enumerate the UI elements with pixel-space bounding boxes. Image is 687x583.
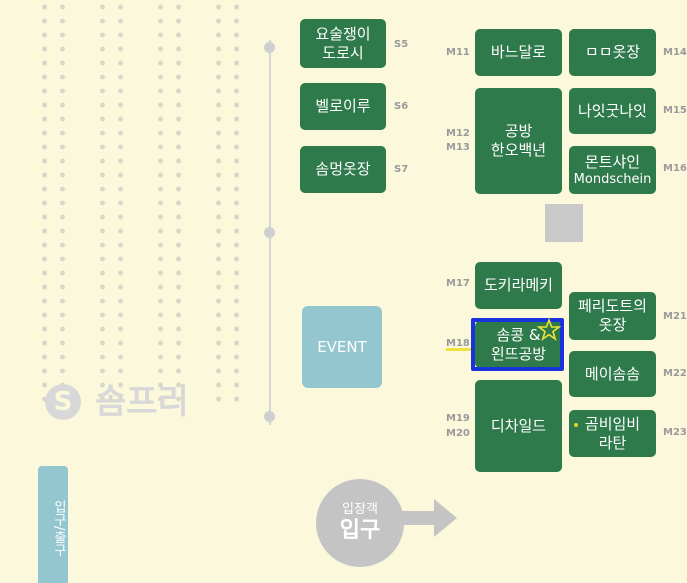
booth-code: M11 — [446, 47, 470, 58]
event-area[interactable]: EVENT — [302, 306, 382, 388]
booth-name: ㅁㅁ옷장 — [584, 43, 641, 61]
booth-code: S6 — [394, 101, 409, 112]
aisle-marker — [264, 227, 275, 238]
booth-name: 요술쟁이 — [315, 24, 371, 43]
booth-s5[interactable]: 요술쟁이 도로시 — [300, 19, 386, 68]
booth-code: M20 — [446, 428, 470, 439]
booth-m12-m13[interactable]: 공방 한오백년 — [475, 88, 562, 194]
arrow-right-icon — [402, 499, 457, 537]
booth-name: 바느달로 — [490, 43, 547, 61]
star-icon — [536, 317, 562, 341]
selected-booth-highlight — [471, 318, 564, 371]
booth-name: 몬트샤인 — [584, 152, 641, 171]
booth-code: M18 — [446, 338, 470, 349]
booth-name: 도키라메키 — [483, 276, 553, 294]
booth-name: 도로시 — [322, 43, 364, 62]
booth-code: M14 — [663, 47, 687, 58]
booth-name: 디차일드 — [490, 416, 547, 435]
booth-name-latin: Mondschein — [573, 171, 652, 187]
booth-m16[interactable]: 몬트샤인 Mondschein — [569, 146, 656, 194]
entrance-small-label: 입장객 — [342, 502, 378, 517]
dot-column — [216, 0, 221, 410]
booth-code: M15 — [663, 105, 687, 116]
dot-column — [176, 0, 181, 410]
booth-code: M12 — [446, 128, 470, 139]
pillar — [545, 204, 583, 242]
booth-name: 라탄 — [598, 433, 627, 452]
booth-s7[interactable]: 솜멍옷장 — [300, 146, 386, 193]
booth-code: M17 — [446, 278, 470, 289]
booth-name: 곰비임비 — [584, 414, 641, 433]
booth-name: 솜콩 & — [496, 325, 541, 344]
entrance-exit-bar: 입구/출구 — [38, 466, 68, 583]
booth-code: S7 — [394, 164, 409, 175]
entrance-big-label: 입구 — [339, 518, 381, 543]
booth-name: 솜멍옷장 — [315, 160, 371, 178]
dot-column — [60, 0, 65, 410]
dot-column — [118, 0, 123, 410]
booth-name: 왼뜨공방 — [490, 344, 547, 363]
booth-name: 벨로이루 — [315, 97, 371, 115]
booth-m18[interactable]: 솜콩 & 왼뜨공방 — [475, 321, 562, 368]
booth-m15[interactable]: 나잇굿나잇 — [569, 88, 656, 134]
booth-s6[interactable]: 벨로이루 — [300, 83, 386, 130]
entrance-marker: 입장객 입구 — [316, 479, 404, 567]
booth-name: 메이솜솜 — [584, 364, 641, 383]
booth-name: 페리도트의 — [577, 297, 647, 315]
dot-column — [100, 0, 105, 410]
booth-m11[interactable]: 바느달로 — [475, 29, 562, 76]
booth-code: M13 — [446, 142, 470, 153]
dot-column — [42, 0, 47, 410]
aisle-marker — [264, 411, 275, 422]
booth-m17[interactable]: 도키라메키 — [475, 262, 562, 309]
booth-code: M23 — [663, 427, 687, 438]
logo-symbol: S — [45, 384, 81, 420]
logo-text: 솜프리 — [95, 382, 189, 422]
booth-m14[interactable]: ㅁㅁ옷장 — [569, 29, 656, 76]
booth-m19-m20[interactable]: 디차일드 — [475, 380, 562, 472]
booth-code: M22 — [663, 368, 687, 379]
booth-code: M19 — [446, 413, 470, 424]
booth-code: S5 — [394, 39, 409, 50]
booth-m22[interactable]: 메이솜솜 — [569, 351, 656, 397]
booth-name: 나잇굿나잇 — [577, 101, 647, 120]
dot-column — [234, 0, 239, 410]
booth-name: 옷장 — [598, 316, 627, 334]
booth-name: 공방 — [504, 122, 533, 140]
booth-name: 한오백년 — [490, 141, 547, 159]
dot-column — [158, 0, 163, 410]
booth-m23[interactable]: 곰비임비 라탄 — [569, 410, 656, 457]
aisle-marker — [264, 42, 275, 53]
booth-code: M21 — [663, 311, 687, 322]
booth-m21[interactable]: 페리도트의 옷장 — [569, 292, 656, 340]
marker-dot — [574, 423, 578, 427]
booth-code: M16 — [663, 163, 687, 174]
highlight-underline — [446, 348, 472, 351]
watermark-logo: S 솜프리 — [45, 378, 235, 426]
